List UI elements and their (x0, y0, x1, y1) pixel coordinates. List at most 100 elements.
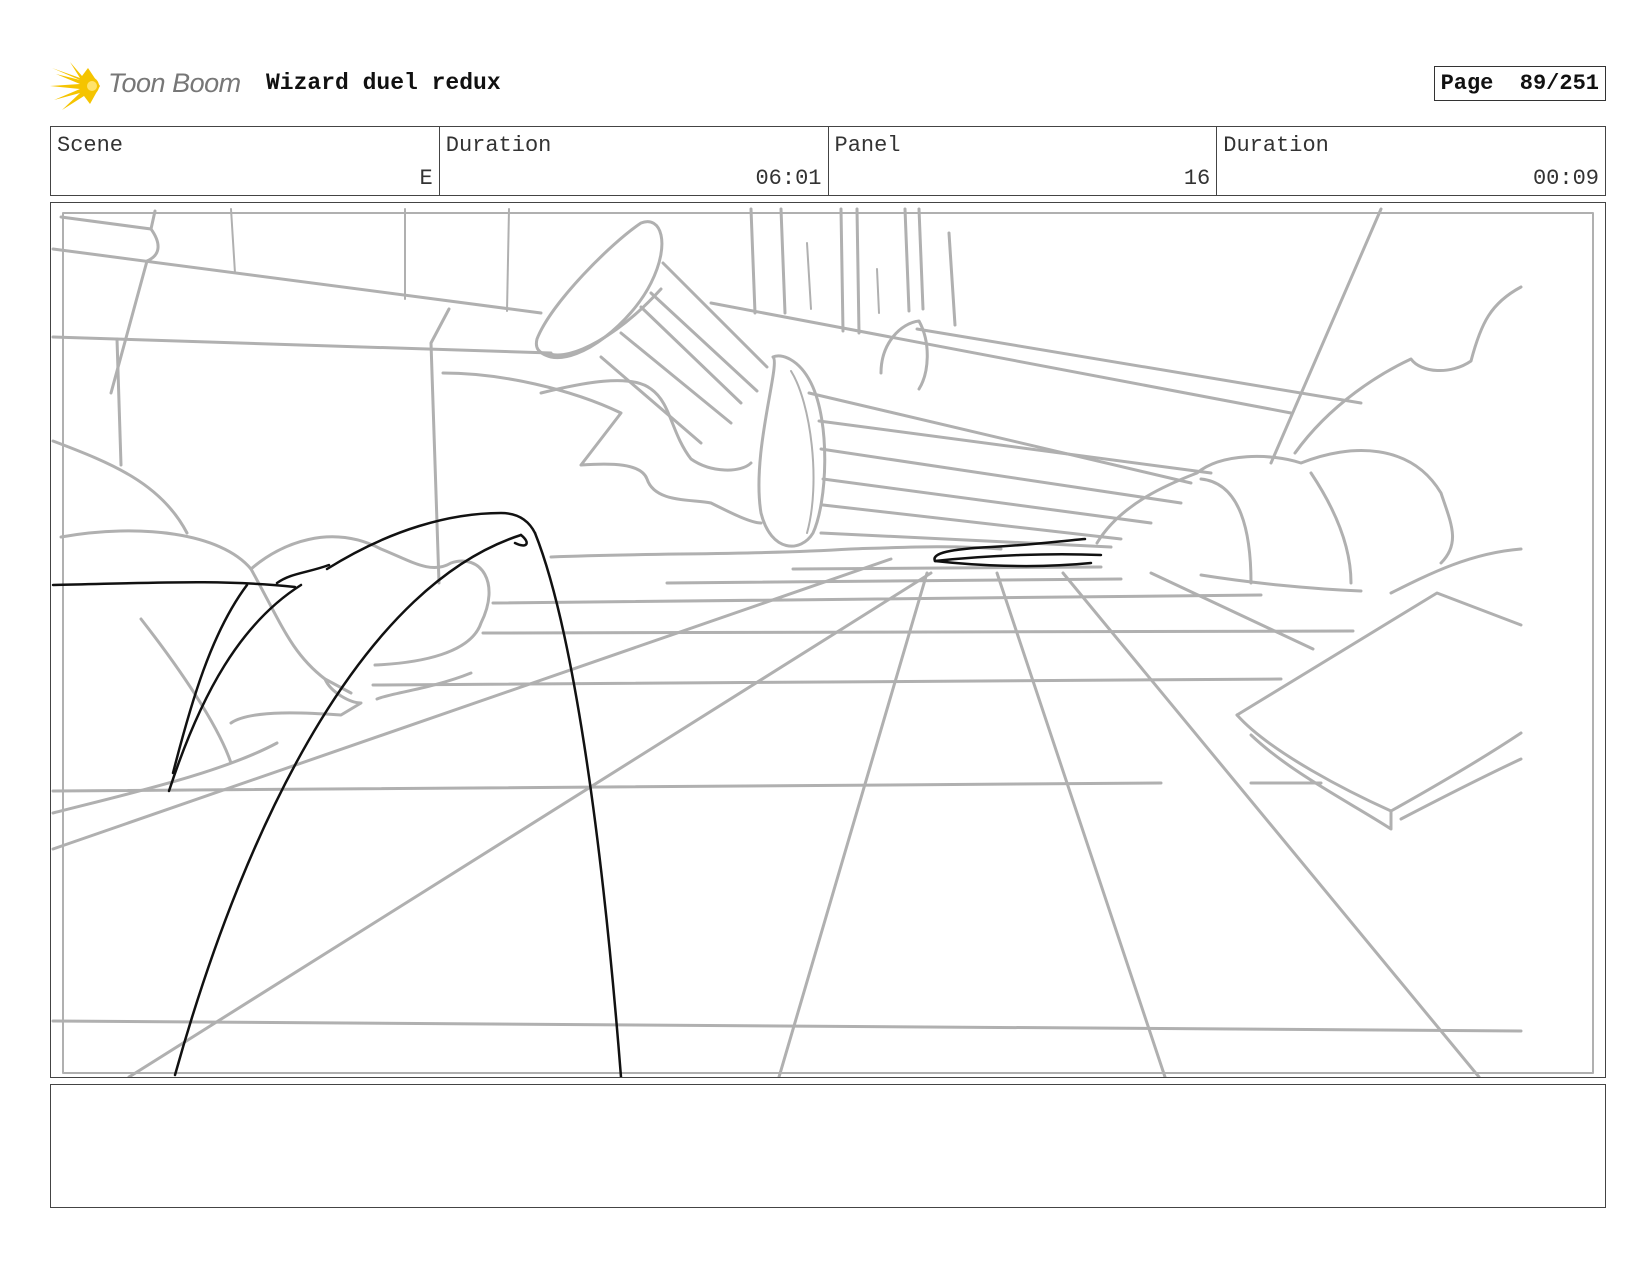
scene-label: Scene (57, 133, 124, 158)
panel-duration-cell: Duration 00:09 (1217, 127, 1605, 195)
sketch-line (757, 354, 827, 548)
sketch-line (371, 677, 1283, 687)
foreground-stroke (171, 583, 249, 775)
sketch-line (1389, 731, 1523, 813)
sketch-line (51, 781, 1163, 793)
panel-label: Panel (834, 133, 901, 158)
sketch-line (1309, 471, 1353, 585)
sketch-line (51, 439, 189, 535)
sketch-line (1389, 547, 1523, 595)
sketch-line (819, 447, 1183, 505)
panel-notes-box[interactable] (50, 1084, 1606, 1208)
sketch-line (917, 207, 925, 311)
sketch-line (649, 291, 759, 393)
sketch-line (839, 207, 845, 333)
sketch-line (876, 268, 880, 314)
sketch-line (619, 331, 733, 425)
panel-duration-value: 00:09 (1532, 166, 1599, 191)
sketch-line (549, 545, 1003, 559)
sketch-line (665, 577, 1123, 585)
project-title: Wizard duel redux (266, 70, 501, 96)
page-label: Page (1440, 71, 1494, 96)
sketch-line (441, 371, 763, 525)
sketch-line (51, 557, 893, 851)
foreground-stroke (51, 580, 297, 589)
sketch-line (59, 529, 253, 571)
sketch-line (249, 567, 353, 695)
sketch-line (817, 419, 1213, 475)
sketch-line (429, 307, 451, 585)
sketch-line (661, 261, 769, 369)
panel-sketch (51, 207, 1594, 1077)
foreground-stroke (167, 583, 303, 793)
sketch-line (779, 207, 787, 315)
foreground-stroke (325, 511, 537, 571)
foreground-stroke (933, 553, 1103, 563)
scene-duration-value: 06:01 (755, 166, 822, 191)
sketch-line (534, 220, 664, 360)
foreground-stroke (533, 531, 623, 1077)
scene-cell: Scene E (51, 127, 440, 195)
scene-duration-label: Duration (445, 133, 552, 158)
sketch-line (995, 571, 1167, 1077)
foreground-stroke (173, 533, 523, 1077)
sketch-line (821, 477, 1153, 525)
sketch-line (1149, 571, 1315, 651)
panel-value: 16 (1183, 166, 1211, 191)
sketch-line (51, 741, 279, 815)
starburst-icon (50, 62, 100, 110)
sketch-line (807, 391, 1193, 485)
sketch-line (375, 671, 473, 701)
sketch-line (1095, 449, 1455, 565)
sketch-line (791, 565, 1103, 571)
sketch-line (821, 503, 1123, 541)
sketch-line (51, 335, 553, 355)
page-number: 89/251 (1519, 71, 1599, 96)
sketch-line (229, 677, 363, 725)
foreground-stroke (933, 559, 1093, 568)
panel-cell: Panel 16 (829, 127, 1218, 195)
sketch-line (639, 305, 743, 405)
foreground-stroke (513, 533, 528, 547)
foreground-stroke (933, 537, 1087, 563)
sketch-line (139, 617, 233, 765)
sketch-line (1199, 573, 1363, 593)
sketch-line (819, 531, 1113, 549)
sketch-line (879, 319, 929, 391)
sketch-line (947, 231, 957, 327)
sketch-line (903, 207, 911, 313)
scene-value: E (419, 166, 433, 191)
sketch-line (1293, 285, 1523, 455)
sketch-line (539, 379, 753, 472)
page-indicator: Page 89/251 (1433, 66, 1606, 101)
sketch-line (855, 207, 861, 335)
sketch-line (230, 208, 236, 274)
sketch-line (806, 242, 812, 310)
panel-info-row: Scene E Duration 06:01 Panel 16 Duration… (50, 126, 1606, 196)
sketch-line (1061, 571, 1481, 1077)
sketch-line (915, 327, 1363, 405)
logo-text: Toon Boom (108, 68, 241, 98)
sketch-line (790, 370, 815, 534)
sketch-line (115, 337, 123, 467)
foreground-stroke (275, 563, 331, 585)
sketch-line (545, 287, 663, 357)
sketch-line (51, 247, 543, 315)
storyboard-panel[interactable] (50, 202, 1606, 1078)
sketch-line (481, 629, 1355, 635)
sketch-line (599, 355, 703, 445)
sketch-line (1235, 713, 1393, 831)
sketch-line (127, 571, 933, 1077)
sketch-line (506, 208, 510, 312)
sketch-line (491, 593, 1263, 605)
toon-boom-logo: Toon Boom (50, 58, 250, 114)
sketch-line (109, 227, 160, 395)
sketch-line (749, 207, 757, 315)
sketch-line (1235, 591, 1523, 717)
sketch-line (1269, 207, 1383, 465)
sketch-line (51, 1019, 1523, 1033)
scene-duration-cell: Duration 06:01 (440, 127, 829, 195)
panel-duration-label: Duration (1223, 133, 1329, 158)
sketch-line (1399, 757, 1523, 821)
sketch-line (777, 571, 929, 1077)
